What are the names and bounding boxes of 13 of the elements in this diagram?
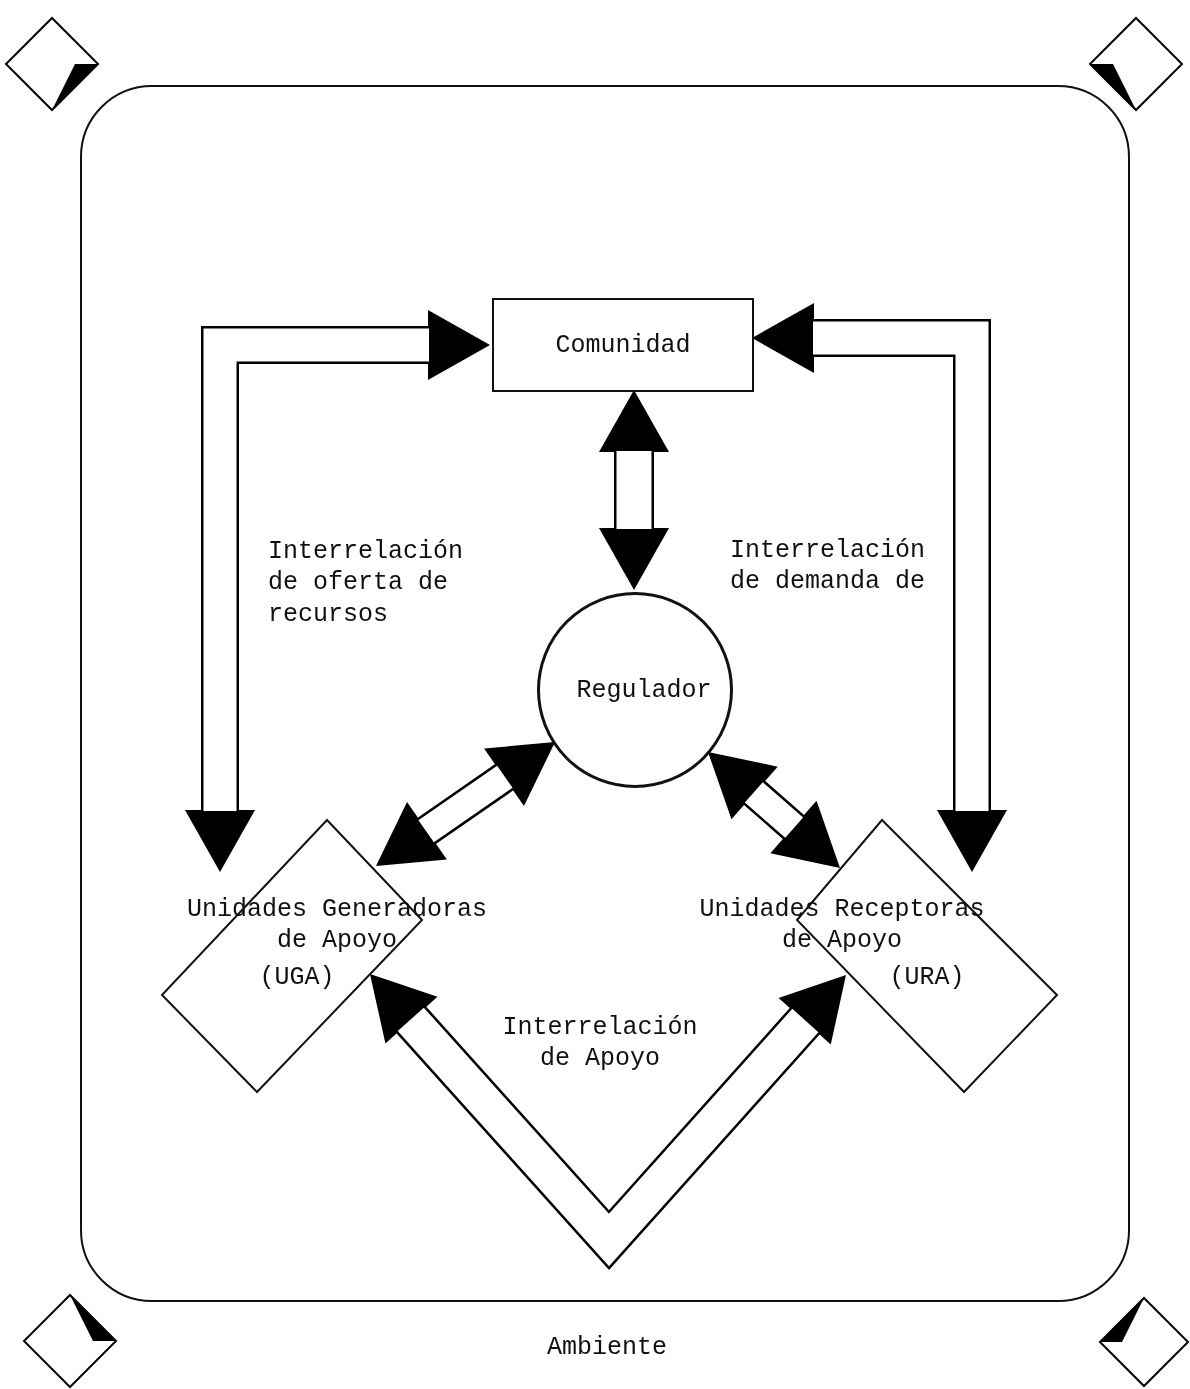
regulator-circle [537, 592, 733, 788]
edge-label: Interrelación de Apoyo [501, 1012, 699, 1075]
double-arrow [185, 310, 490, 872]
process-box [492, 298, 754, 392]
double-arrow [599, 390, 669, 590]
node-label: (URA) [888, 962, 966, 994]
node-label: Regulador [576, 675, 712, 705]
double-arrow [752, 303, 1007, 872]
node-label: (UGA) [258, 962, 336, 994]
node-label: Comunidad [555, 330, 691, 360]
edge-label: Interrelación de oferta de recursos [268, 536, 465, 630]
edge-label: Interrelación de demanda de [730, 535, 927, 598]
frame-title: Ambiente [546, 1332, 668, 1364]
